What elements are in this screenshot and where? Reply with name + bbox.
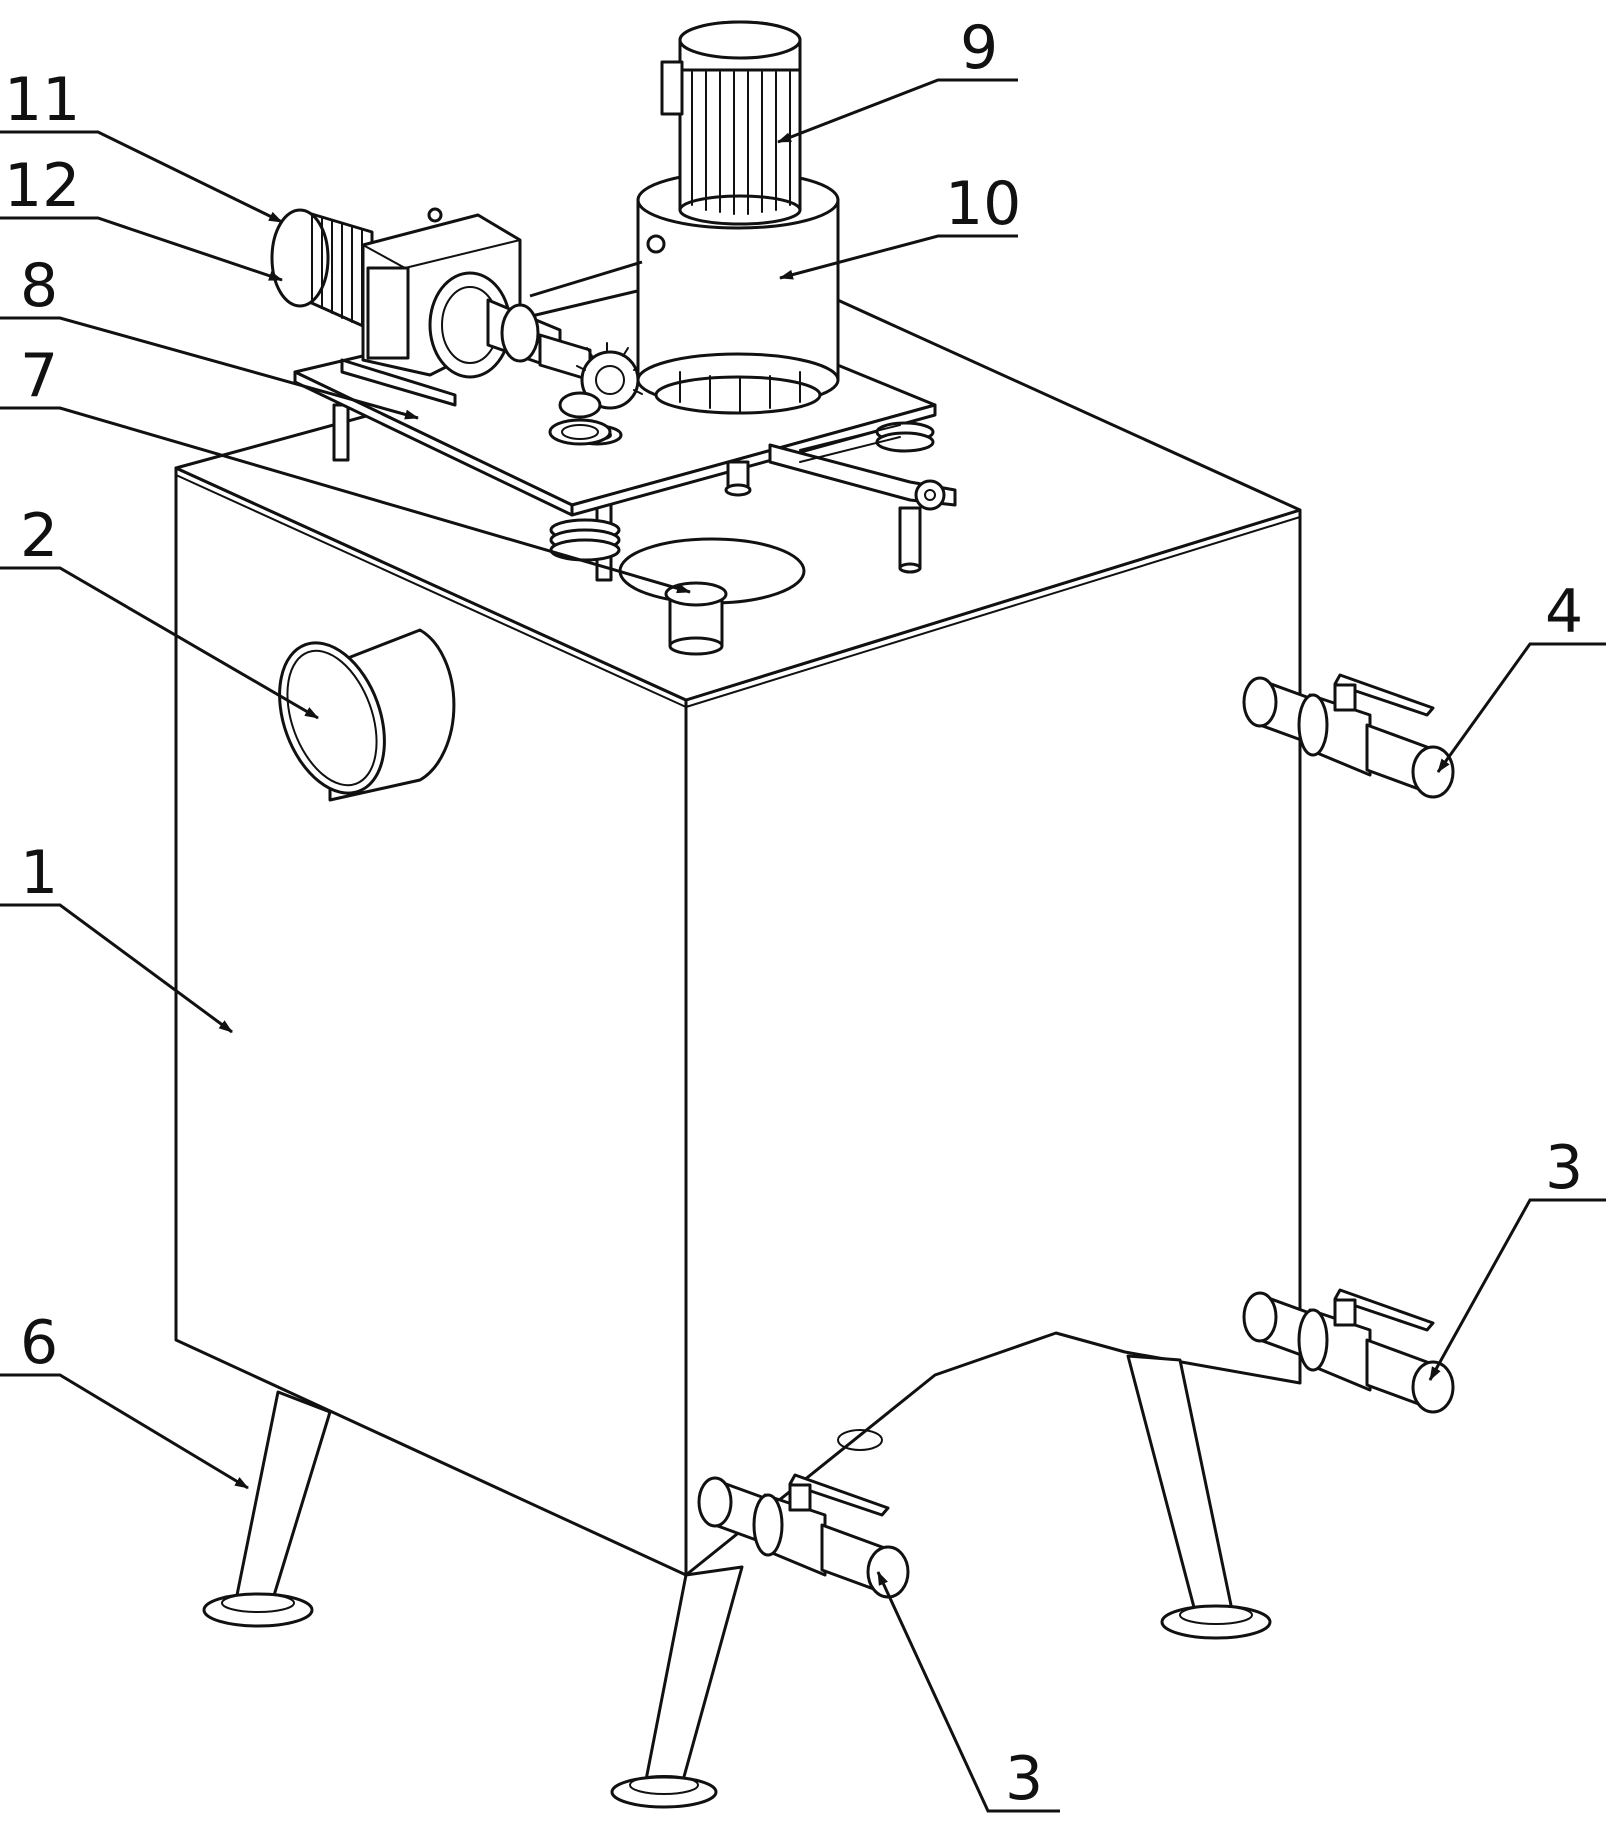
leader-12 — [0, 216, 283, 282]
leader-10 — [779, 234, 1018, 280]
leader-3-right — [1428, 1198, 1606, 1381]
leader-1 — [0, 903, 233, 1034]
side-inlet-cylinder — [278, 628, 456, 802]
leader-11 — [0, 130, 283, 224]
callout-9: 9 — [960, 13, 998, 83]
callout-6: 6 — [20, 1308, 58, 1378]
leader-4 — [1436, 642, 1606, 773]
leader-3-bottom — [876, 1571, 1060, 1813]
valve-top-right — [1242, 673, 1455, 799]
callout-2: 2 — [20, 501, 58, 571]
support-legs — [202, 1354, 1272, 1809]
callout-12: 12 — [4, 151, 80, 221]
callout-10: 10 — [945, 169, 1021, 239]
callout-3-bottom: 3 — [1005, 1744, 1043, 1814]
callout-7: 7 — [20, 341, 58, 411]
leader-2 — [0, 566, 319, 720]
callout-3-right: 3 — [1545, 1133, 1583, 1203]
valve-mid-right — [1242, 1288, 1455, 1414]
leader-8 — [0, 316, 419, 420]
leader-9 — [777, 78, 1018, 144]
callout-leaders — [0, 78, 1606, 1813]
callout-4: 4 — [1545, 577, 1583, 647]
callout-1: 1 — [20, 838, 58, 908]
gear-motor — [270, 207, 643, 446]
callout-labels: 11 12 8 7 2 1 6 9 10 4 3 3 — [4, 13, 1583, 1814]
leader-7 — [0, 406, 691, 594]
callout-8: 8 — [20, 251, 58, 321]
callout-11: 11 — [4, 65, 80, 135]
valve-bottom-front — [697, 1473, 910, 1599]
leader-6 — [0, 1373, 249, 1490]
vertical-motor — [636, 20, 840, 415]
